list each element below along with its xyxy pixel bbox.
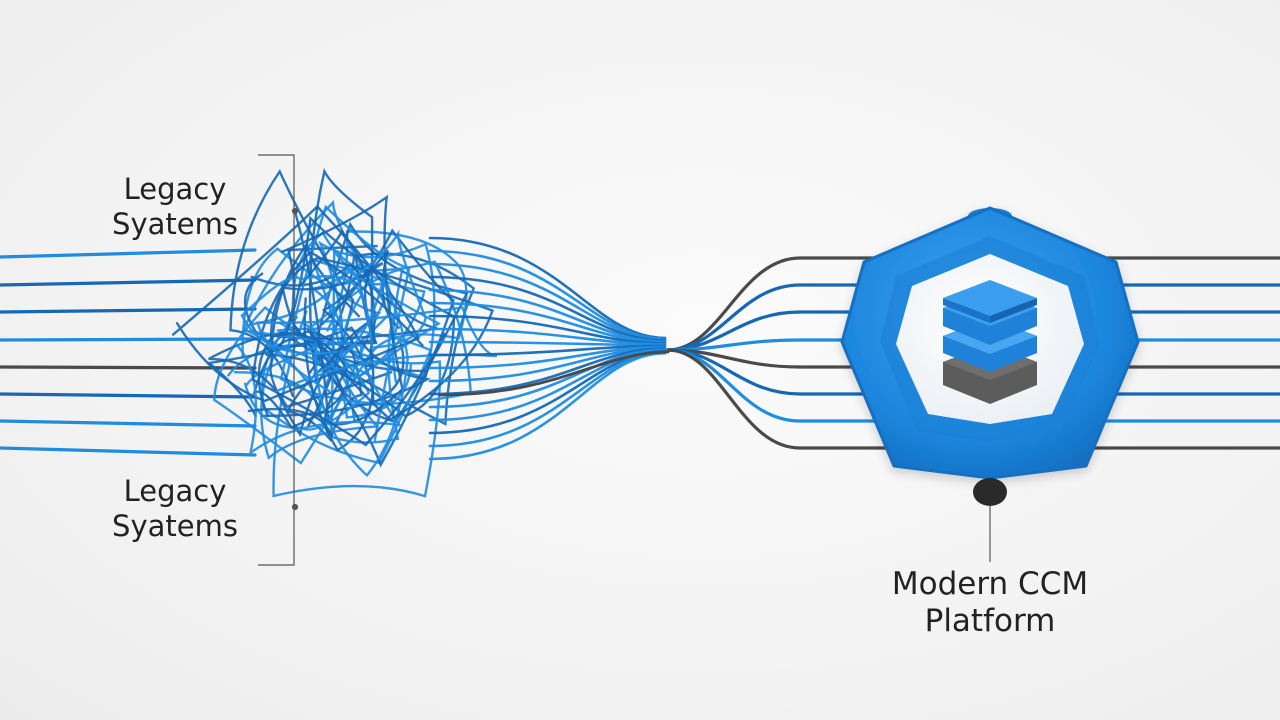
wire-line: [0, 446, 257, 457]
tangle-strand: [344, 229, 427, 349]
converging-strand: [428, 327, 667, 346]
outgoing-wires: [666, 256, 1280, 450]
wire-line: [0, 307, 257, 314]
converging-strand: [428, 344, 667, 357]
legacy-systems-label-bottom: Legacy Syatems: [100, 474, 250, 544]
converging-strand: [428, 301, 667, 344]
tangled-wires: [171, 167, 498, 498]
converging-strand: [428, 262, 667, 341]
tangle-strand: [306, 221, 469, 424]
tangle-strand: [269, 240, 368, 438]
converging-strand: [428, 236, 667, 340]
converging-strand: [428, 346, 667, 383]
legacy-bracket: [258, 154, 299, 566]
converging-strand: [428, 345, 667, 370]
converging-strand: [428, 340, 667, 347]
platform-label-line2: Platform: [924, 603, 1056, 640]
tangle-strand: [309, 257, 472, 422]
tangle-strand: [171, 204, 420, 403]
converging-strand: [428, 347, 667, 396]
legacy-label-line2: Syatems: [112, 508, 238, 543]
converging-strand: [428, 288, 667, 343]
tangle-strand: [269, 256, 495, 421]
tangle-strand: [243, 343, 371, 431]
tangle-strand: [247, 333, 349, 438]
legacy-label-line2: Syatems: [112, 206, 238, 241]
database-stack-icon: [943, 280, 1037, 404]
tangle-strand: [302, 167, 374, 384]
tangle-strand: [251, 250, 446, 447]
converging-strand: [428, 348, 667, 409]
hub-connector: [973, 478, 1007, 562]
tangle-strand: [281, 261, 384, 358]
wire-line: [0, 337, 257, 342]
wire-line: [0, 248, 257, 259]
converging-strand: [428, 249, 667, 341]
wire-line: [0, 365, 257, 370]
tangle-strand: [235, 329, 403, 456]
wire-line: [0, 419, 257, 428]
legacy-label-line1: Legacy: [123, 474, 227, 508]
tangle-strand: [249, 267, 441, 380]
converging-strand: [428, 351, 667, 461]
incoming-wires: [0, 248, 257, 457]
converging-strand: [438, 350, 670, 397]
converging-strand: [428, 275, 667, 342]
tangle-strand: [256, 306, 498, 393]
converging-wires: [428, 236, 670, 461]
tangle-strand: [330, 248, 400, 444]
legacy-systems-label-top: Legacy Syatems: [100, 172, 250, 242]
modern-platform-label: Modern CCM Platform: [860, 566, 1120, 640]
wire-line: [666, 348, 1280, 450]
wire-line: [0, 278, 257, 287]
legacy-label-line1: Legacy: [123, 172, 227, 206]
platform-label-line1: Modern CCM: [891, 566, 1089, 602]
tangle-strand: [206, 326, 431, 418]
wire-line: [0, 392, 257, 399]
